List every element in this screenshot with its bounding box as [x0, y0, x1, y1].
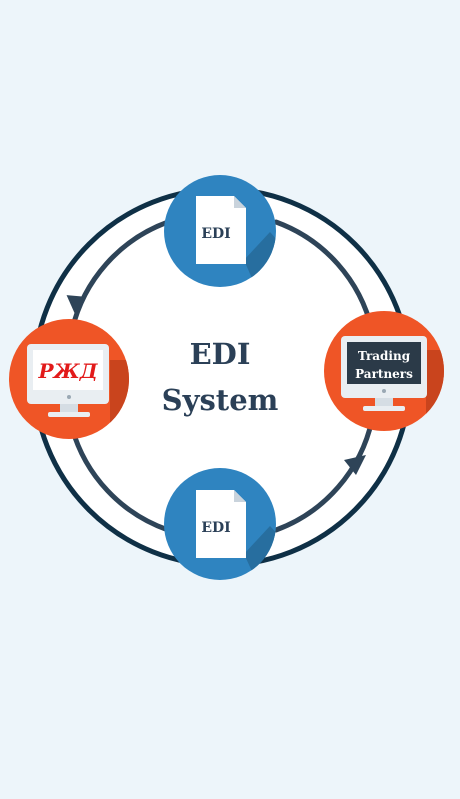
flow-arc-bottom-left — [69, 425, 171, 533]
center-title-line1: EDI — [190, 337, 251, 371]
flow-arc-top-left — [69, 219, 171, 333]
partners-label-line1: Trading — [358, 349, 411, 363]
center-title: EDI System — [162, 337, 279, 417]
company-logo: РЖД — [37, 359, 98, 383]
arrow-right-icon — [344, 455, 366, 475]
right-partners-node: Trading Partners — [324, 311, 444, 431]
center-title-line2: System — [162, 383, 279, 417]
flow-arc-top-right — [273, 219, 375, 333]
document-icon — [196, 490, 246, 558]
bottom-edi-node: EDI — [164, 468, 276, 580]
monitor-icon — [341, 336, 427, 411]
monitor-icon — [27, 344, 109, 417]
partners-label-line2: Partners — [355, 367, 413, 381]
flow-arcs — [69, 219, 375, 533]
flow-arc-bottom-right — [273, 417, 375, 533]
document-icon — [196, 196, 246, 264]
bottom-doc-label: EDI — [201, 520, 230, 536]
top-doc-label: EDI — [201, 226, 230, 242]
top-edi-node: EDI — [164, 175, 276, 287]
arrow-left-icon — [66, 295, 87, 314]
